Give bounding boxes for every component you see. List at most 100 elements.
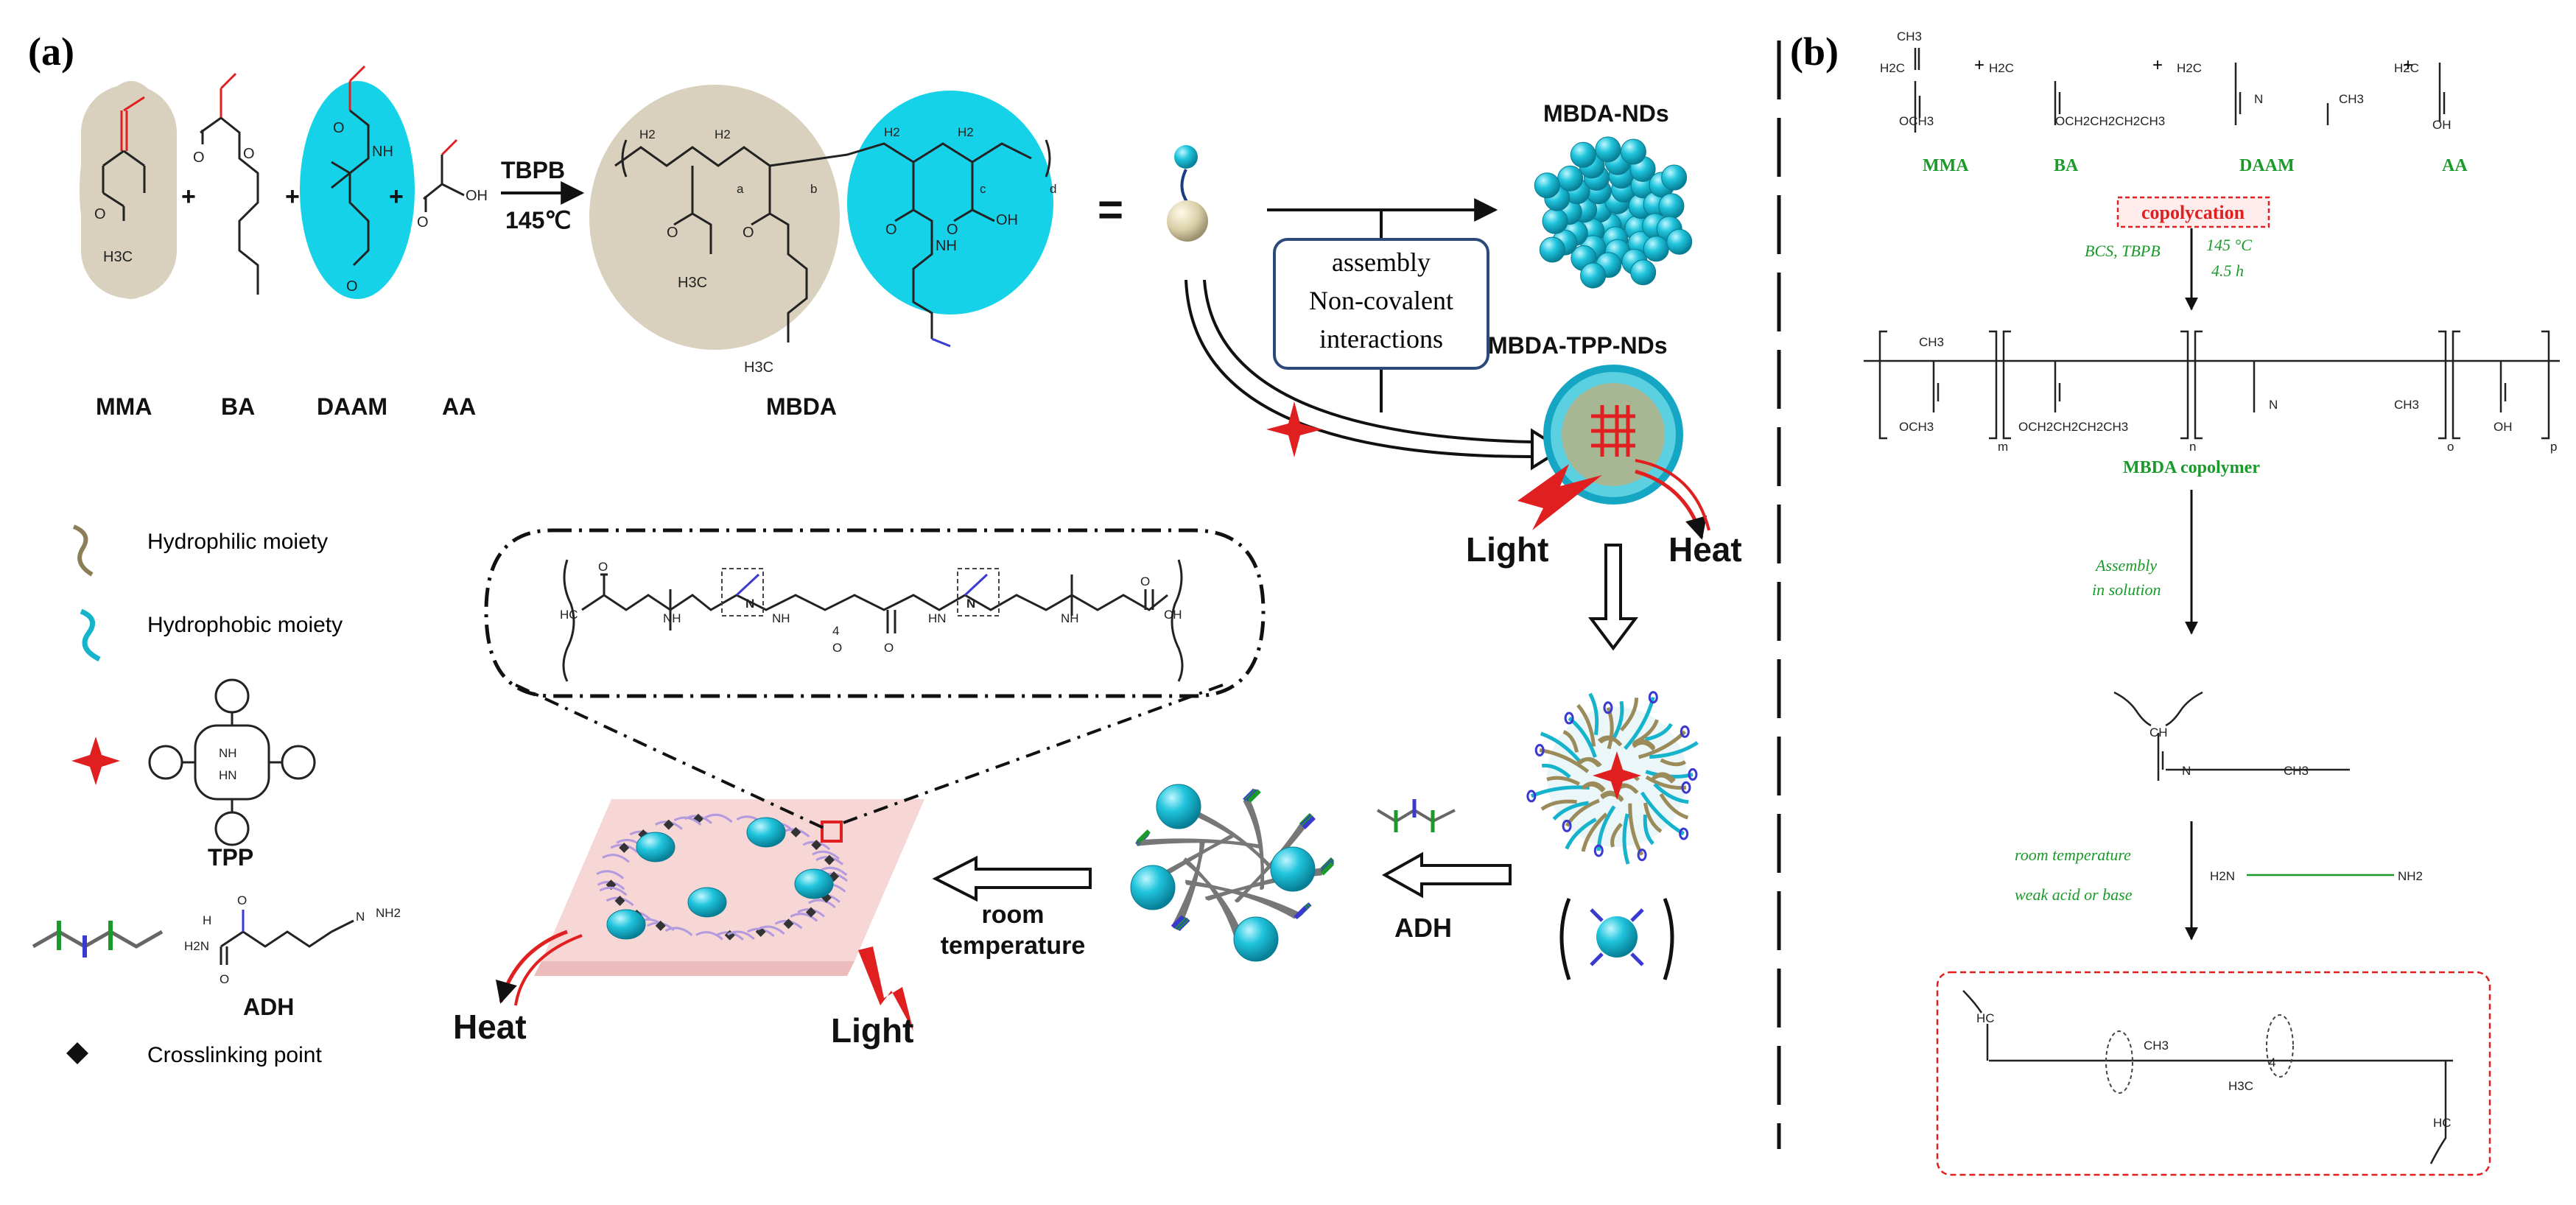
- mbda-nds-label: MBDA-NDs: [1543, 100, 1669, 127]
- assembly-box-line1: assembly: [1332, 247, 1431, 277]
- b-adh-nh2: NH2: [2398, 869, 2423, 883]
- polymer-beige-ellipse: [589, 85, 840, 350]
- film-chain: [808, 899, 836, 909]
- xl-particle: [1130, 865, 1176, 910]
- film-chain: [819, 866, 848, 876]
- b-product-box: [1936, 971, 2491, 1176]
- nd-sphere: [1661, 164, 1688, 191]
- polymer-h2-1: H2: [639, 127, 656, 141]
- swollen-ketone: [1680, 725, 1690, 738]
- polymer-o4: O: [947, 222, 958, 238]
- sub-d: d: [1050, 182, 1056, 196]
- b-product-imine-2: [2266, 1014, 2294, 1078]
- swollen-core-chain: [1582, 781, 1606, 792]
- b-copolycation-box: [2116, 196, 2270, 228]
- b-plus-2: +: [2152, 55, 2163, 75]
- ba-structure: [200, 72, 259, 295]
- nd-sphere: [1630, 259, 1657, 286]
- film-crosslink-point: [811, 840, 822, 851]
- swollen-chain: [1659, 793, 1689, 820]
- legend-tpp-star-icon: [71, 737, 120, 785]
- nd-sphere: [1620, 138, 1646, 165]
- amphiphile-body: [1167, 200, 1208, 242]
- film-chain: [695, 931, 723, 941]
- label-aa: AA: [442, 393, 476, 420]
- b-copolycation: copolycation: [2141, 202, 2245, 223]
- b-prod-h3c: H3C: [2228, 1079, 2253, 1093]
- crosslinked-network: [1130, 784, 1335, 962]
- sub-a: a: [737, 182, 744, 196]
- tpp-nd-red-core: [1591, 405, 1635, 457]
- xl-particle: [1270, 846, 1316, 892]
- film-particle: [606, 909, 646, 940]
- mma-o: O: [94, 206, 106, 222]
- film-crosslink-point: [824, 854, 835, 865]
- crosslink-o-3: O: [884, 641, 894, 655]
- b-cp-ch3: CH3: [1919, 335, 1944, 349]
- b-acid-base: weak acid or base: [2015, 885, 2133, 904]
- b-ba-h2c: H2C: [1989, 61, 2014, 75]
- light-bolt-icon: [1517, 464, 1602, 530]
- b-prod-hc2: HC: [2433, 1116, 2452, 1130]
- b-temp: 145 °C: [2206, 236, 2252, 254]
- swollen-tpp-star-icon: [1593, 751, 1641, 800]
- legend-hydrophobic: Hydrophobic moiety: [147, 613, 343, 637]
- assembly-box: [1273, 238, 1489, 370]
- adh-o-1: O: [220, 972, 229, 986]
- heat-arrow-2: [1635, 459, 1710, 531]
- nd-sphere: [1542, 208, 1568, 234]
- swollen-chain: [1565, 798, 1600, 827]
- film-chain: [812, 850, 840, 860]
- b-intermediate-structure: [2113, 691, 2350, 781]
- swollen-chain: [1588, 692, 1599, 736]
- swollen-chain: [1546, 776, 1581, 786]
- swollen-core-chain: [1632, 741, 1656, 751]
- swollen-chain: [1660, 758, 1687, 767]
- nd-sphere: [1666, 228, 1693, 255]
- xl-group-mark: [1137, 829, 1151, 843]
- swollen-chain: [1540, 731, 1583, 765]
- aa-oh: OH: [466, 188, 488, 204]
- swollen-ketone: [1679, 827, 1689, 840]
- film-chain: [599, 886, 628, 896]
- film-particle: [746, 817, 786, 848]
- film-crosslink-point: [805, 907, 816, 918]
- film-crosslink-point: [619, 843, 630, 854]
- polymer-cyan-ellipse: [847, 91, 1053, 315]
- adh-n-h: N: [356, 910, 365, 924]
- sub-b: b: [810, 182, 817, 196]
- amphiphile-linker: [1180, 169, 1189, 204]
- daam-o2: O: [346, 278, 358, 295]
- plus-3: +: [389, 183, 404, 211]
- light-label: Light: [1466, 530, 1548, 569]
- crosslink-structure: [562, 559, 1184, 682]
- swollen-ketone: [1593, 844, 1604, 857]
- nd-sphere: [1539, 236, 1565, 263]
- crosslink-o-1: O: [598, 560, 608, 574]
- label-mma: MMA: [96, 393, 152, 420]
- equals-sign: =: [1098, 185, 1123, 234]
- swollen-ketone: [1688, 767, 1698, 781]
- film-chain: [596, 870, 625, 879]
- b-aa-oh: OH: [2432, 118, 2452, 132]
- legend-hydrophilic: Hydrophilic moiety: [147, 530, 328, 554]
- b-time: 4.5 h: [2211, 261, 2244, 280]
- swollen-ketone: [1534, 744, 1545, 757]
- b-mma-h2c: H2C: [1880, 61, 1905, 75]
- down-arrow: [1588, 544, 1638, 651]
- nd-sphere: [1643, 236, 1669, 262]
- initiator-label: TBPB: [501, 157, 565, 183]
- swollen-chain: [1640, 791, 1685, 836]
- b-plus-3: +: [2403, 55, 2413, 75]
- ba-o2: O: [243, 146, 255, 162]
- heat-label: Heat: [1668, 530, 1742, 569]
- b-copolymer-label: MBDA copolymer: [2123, 458, 2260, 477]
- b-sub-p: p: [2550, 440, 2557, 454]
- crosslink-hn: HN: [928, 611, 947, 625]
- legend-adh-label: ADH: [243, 994, 294, 1020]
- b-adh-h2n: H2N: [2210, 869, 2235, 883]
- film-crosslink-point: [663, 819, 674, 830]
- polymer-o1: O: [667, 225, 678, 241]
- b-sub-m: m: [1998, 440, 2008, 454]
- swollen-chain: [1610, 823, 1623, 848]
